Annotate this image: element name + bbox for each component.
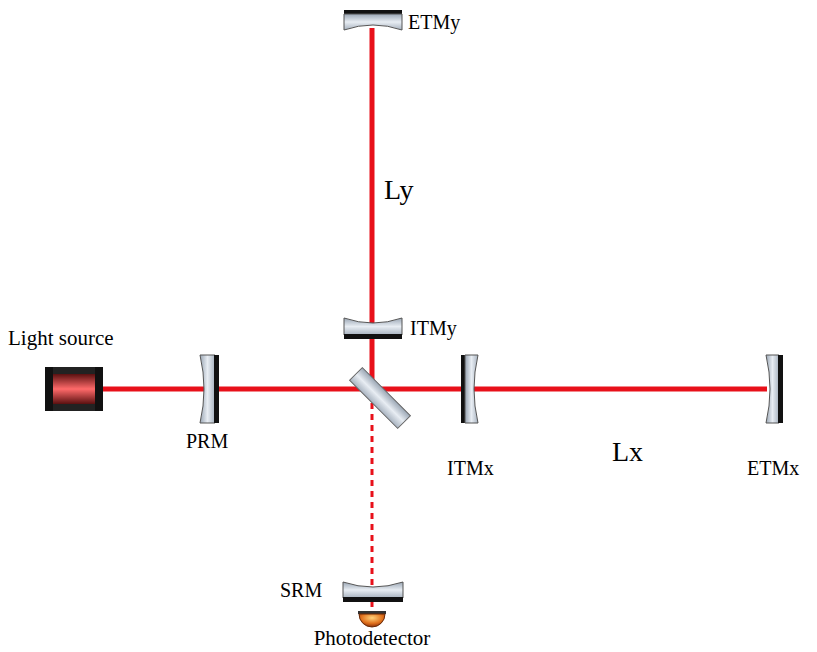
laser-beam — [103, 28, 767, 389]
mirror-label: SRM — [280, 580, 322, 600]
etmy-mirror — [344, 10, 402, 30]
signal-beam — [371, 392, 374, 612]
arm-length-label: Lx — [612, 438, 643, 466]
arm-length-label: Ly — [384, 176, 414, 204]
itmy-mirror — [344, 318, 402, 339]
etmx-mirror — [766, 355, 783, 423]
mirror-label: ITMx — [447, 458, 494, 478]
source-label: Light source — [8, 328, 114, 349]
beam-splitter — [350, 368, 411, 429]
mirror-label: ITMy — [410, 318, 457, 338]
photodetector-symbol — [358, 611, 386, 627]
mirror-label: ETMy — [408, 12, 460, 32]
detector-label: Photodetector — [314, 628, 431, 649]
prm-mirror — [200, 355, 219, 423]
srm-mirror — [343, 582, 403, 602]
mirror-label: PRM — [186, 431, 228, 451]
mirror-label: ETMx — [747, 458, 799, 478]
laser-source — [45, 367, 103, 411]
itmx-mirror — [461, 355, 478, 423]
